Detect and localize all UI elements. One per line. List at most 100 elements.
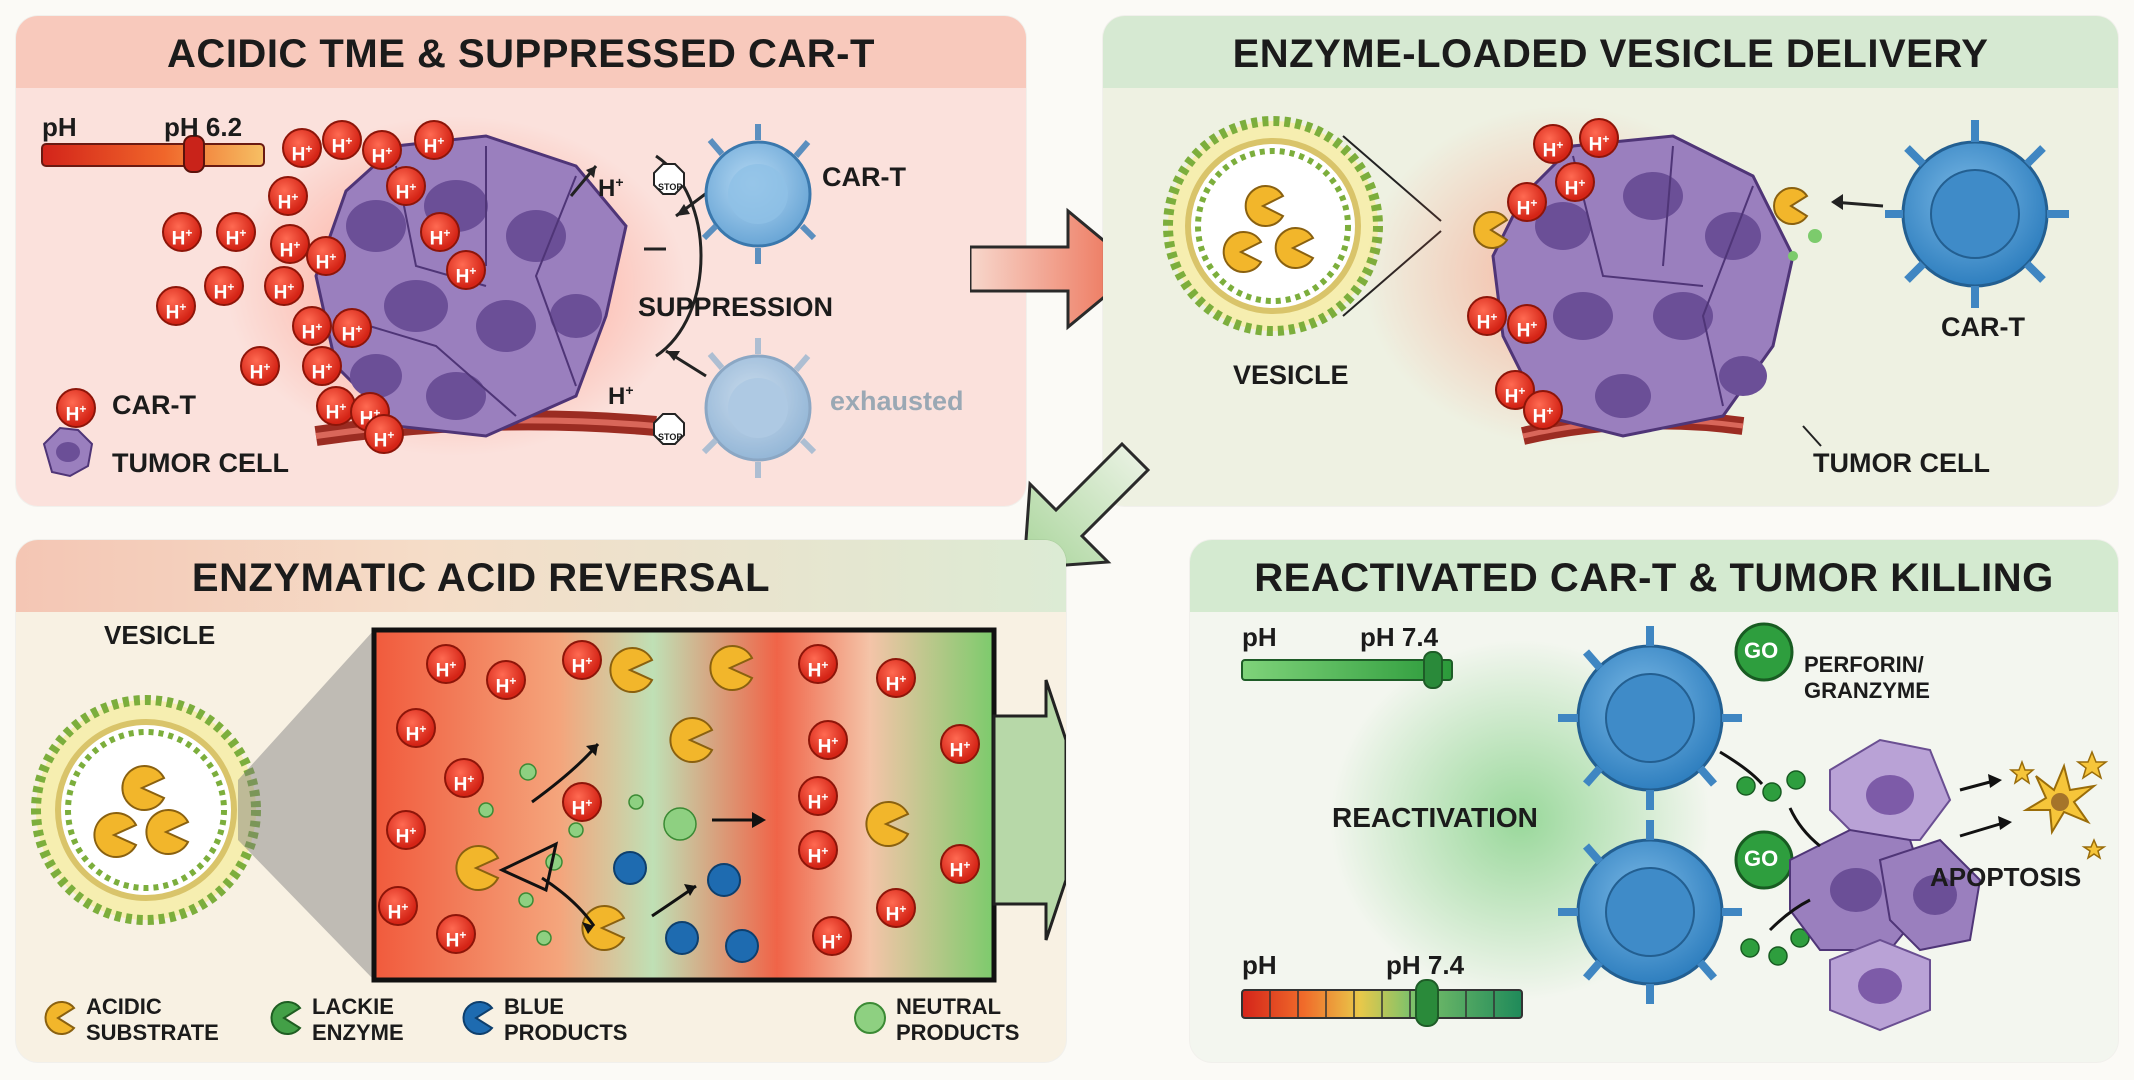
- proton-icon: H+: [292, 306, 332, 346]
- blue-product-icon: [462, 1001, 494, 1035]
- tumor-cell-label: TUMOR CELL: [1813, 448, 1990, 478]
- proton-icon: H+: [1555, 162, 1595, 202]
- proton-icon: H+: [420, 212, 460, 252]
- panel-acidic-tme: ACIDIC TME & SUPPRESSED CAR-T: [16, 16, 1026, 506]
- proton-icon: H+: [282, 128, 322, 168]
- vesicle-label: VESICLE: [1233, 360, 1349, 390]
- proton-icon: H+: [396, 708, 436, 748]
- proton-icon: H+: [876, 658, 916, 698]
- apoptosis-label: APOPTOSIS: [1930, 862, 2082, 892]
- flow-arrow-icon: [1022, 441, 1151, 570]
- suppression-label: SUPPRESSION: [638, 292, 834, 322]
- panel-title-band: [1103, 16, 2118, 88]
- reactivation-label: REACTIVATION: [1332, 802, 1538, 833]
- legend-tumor-label: TUMOR CELL: [112, 448, 289, 478]
- car-t-label: CAR-T: [822, 162, 906, 192]
- proton-icon: H+: [1507, 182, 1547, 222]
- proton-icon: H+: [156, 286, 196, 326]
- vesicle-icon: [1163, 116, 1383, 336]
- ph-value: pH 7.4: [1386, 950, 1465, 980]
- proton-icon: H+: [446, 250, 486, 290]
- ph-value: pH 6.2: [164, 112, 243, 142]
- proton-icon: H+: [798, 776, 838, 816]
- panel-title: REACTIVATED CAR-T & TUMOR KILLING: [1254, 556, 2054, 600]
- proton-icon: H+: [1523, 390, 1563, 430]
- proton-icon: H+: [562, 782, 602, 822]
- panel-vesicle-delivery: ENZYME-LOADED VESICLE DELIVERY: [1103, 16, 2118, 506]
- ph-indicator: [183, 135, 205, 173]
- car-t-label: CAR-T: [1941, 312, 2025, 342]
- car-t-cell-icon: [1558, 820, 1742, 1004]
- proton-label: H+: [598, 174, 624, 202]
- legend-car-t-label: CAR-T: [112, 390, 196, 420]
- stop-label: STOP: [658, 182, 683, 192]
- proton-icon: H+: [264, 266, 304, 306]
- ph-indicator: [1415, 979, 1439, 1027]
- star-burst-icon: [2008, 749, 2109, 860]
- proton-icon: H+: [302, 346, 342, 386]
- ph-scale-bar: [41, 143, 265, 167]
- car-t-exhausted-icon: [701, 338, 817, 478]
- proton-icon: H+: [798, 830, 838, 870]
- proton-icon: H+: [808, 720, 848, 760]
- proton-icon: H+: [876, 888, 916, 928]
- pacman-enzyme-icon: [1222, 185, 1315, 273]
- go-label: GO: [1744, 846, 1779, 871]
- tumor-cell-icon: [1789, 738, 1982, 1032]
- proton-icon: H+: [562, 640, 602, 680]
- proton-icon: H+: [56, 388, 96, 428]
- killing-scene: [1241, 622, 2109, 1032]
- proton-icon: H+: [436, 914, 476, 954]
- stop-sign-icon: [653, 163, 685, 195]
- vesicle-label: VESICLE: [104, 620, 216, 650]
- ph-label: pH: [42, 112, 77, 142]
- proton-icon: H+: [940, 724, 980, 764]
- car-t-cell-icon: [1885, 120, 2069, 308]
- acidic-substrate-icon: [44, 1001, 76, 1035]
- legend-label: PRODUCTS: [896, 1020, 1020, 1045]
- ph-label: pH: [1242, 950, 1277, 980]
- legend-label: BLUE: [504, 994, 564, 1019]
- granzyme-label: GRANZYME: [1804, 678, 1930, 703]
- reversal-scene: [31, 627, 1066, 983]
- proton-icon: H+: [268, 176, 308, 216]
- proton-icon: H+: [362, 130, 402, 170]
- delivery-scene: [1163, 106, 2069, 447]
- go-badge: [1734, 622, 1794, 682]
- pacman-enzyme-icon: [1473, 187, 1809, 249]
- stop-label: STOP: [658, 432, 683, 442]
- neutral-product-icon: [854, 1002, 886, 1034]
- ph-label: pH: [1242, 622, 1277, 652]
- panel-acid-reversal: ENZYMATIC ACID REVERSAL: [16, 540, 1066, 1062]
- pacman-enzyme-icon: [93, 765, 190, 858]
- ph-scale-bar: [1241, 659, 1453, 681]
- proton-icon: H+: [270, 224, 310, 264]
- proton-icon: H+: [940, 844, 980, 884]
- proton-icon: H+: [162, 212, 202, 252]
- legend-label: ENZYME: [312, 1020, 404, 1045]
- proton-icon: H+: [1467, 296, 1507, 336]
- proton-icon: H+: [386, 166, 426, 206]
- go-label: GO: [1744, 638, 1779, 663]
- reversal-legend: ACIDIC SUBSTRATE LACKIE ENZYME BLUE PROD…: [30, 992, 1060, 1058]
- proton-icon: H+: [812, 916, 852, 956]
- car-t-cell-icon: [1558, 626, 1742, 810]
- proton-icon: H+: [204, 266, 244, 306]
- proton-icon: H+: [378, 886, 418, 926]
- ph-value: pH 7.4: [1360, 622, 1439, 652]
- legend-label: SUBSTRATE: [86, 1020, 219, 1045]
- car-t-cell-icon: [701, 124, 817, 264]
- proton-icon: H+: [414, 120, 454, 160]
- proton-icon: H+: [386, 810, 426, 850]
- proton-label: H+: [608, 382, 634, 410]
- panel-title-band: [1190, 540, 2118, 612]
- legend-label: LACKIE: [312, 994, 394, 1019]
- proton-icon: H+: [240, 346, 280, 386]
- proton-icon: H+: [1533, 124, 1573, 164]
- exhausted-label: exhausted: [830, 386, 964, 416]
- panel-title-band: [16, 16, 1026, 88]
- proton-icon: H+: [306, 236, 346, 276]
- proton-icon: H+: [1579, 118, 1619, 158]
- panel-title: ACIDIC TME & SUPPRESSED CAR-T: [167, 32, 875, 76]
- panel-title: ENZYMATIC ACID REVERSAL: [191, 556, 771, 600]
